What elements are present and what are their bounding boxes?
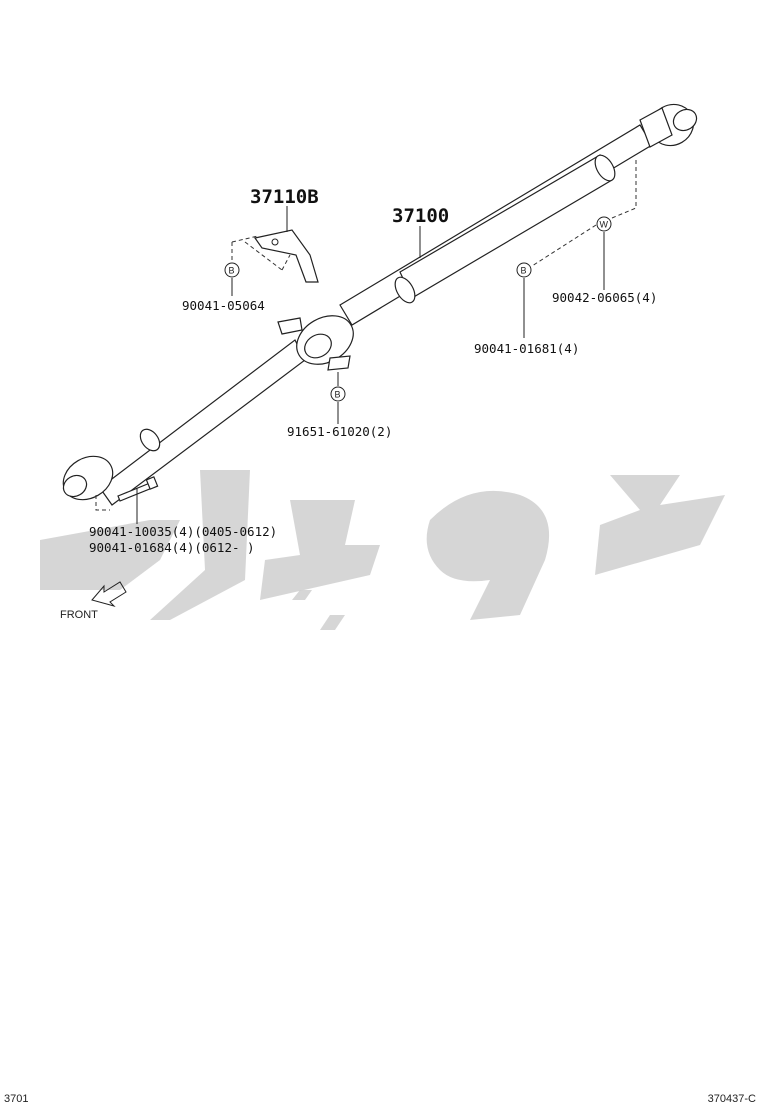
marker-b-bearing: [330, 386, 346, 402]
bracket-37110b: [231, 229, 319, 283]
leader-lines: [136, 160, 637, 524]
footer-left-code: 3701: [4, 1093, 28, 1105]
marker-b-bracket: [224, 262, 240, 278]
circle-markers: B W B B: [224, 216, 612, 402]
label-bracket-part: 37110B: [250, 186, 319, 208]
part-labels: 37110B 37100 90041-05064 90042-06065(4) …: [89, 186, 657, 555]
watermark-logo: [40, 470, 725, 630]
propeller-shaft: [62, 103, 698, 506]
label-bolt-bracket: 90041-05064: [182, 298, 265, 313]
front-arrow-icon: [91, 581, 127, 607]
label-bearing-bolt: 91651-61020(2): [287, 424, 392, 439]
footer: 3701 370437-C: [4, 1093, 756, 1105]
marker-w-rear: [596, 216, 612, 232]
label-bolt-center: 90041-01681(4): [474, 341, 579, 356]
label-bolt-rear-flange: 90042-06065(4): [552, 290, 657, 305]
footer-right-code: 370437-C: [708, 1093, 756, 1105]
marker-b-center-letter: B: [521, 266, 527, 276]
marker-b-bearing-letter: B: [335, 390, 341, 400]
front-label: FRONT: [60, 609, 98, 621]
front-bolt: [95, 476, 159, 511]
label-front-bolt-1: 90041-10035(4)(0405-0612): [89, 524, 277, 539]
marker-w-rear-letter: W: [600, 220, 609, 230]
marker-b-center: [516, 262, 532, 278]
marker-b-bracket-letter: B: [229, 266, 235, 276]
label-front-bolt-2: 90041-01684(4)(0612- ): [89, 540, 255, 555]
front-direction: FRONT: [60, 581, 127, 621]
label-main-part: 37100: [392, 205, 449, 227]
